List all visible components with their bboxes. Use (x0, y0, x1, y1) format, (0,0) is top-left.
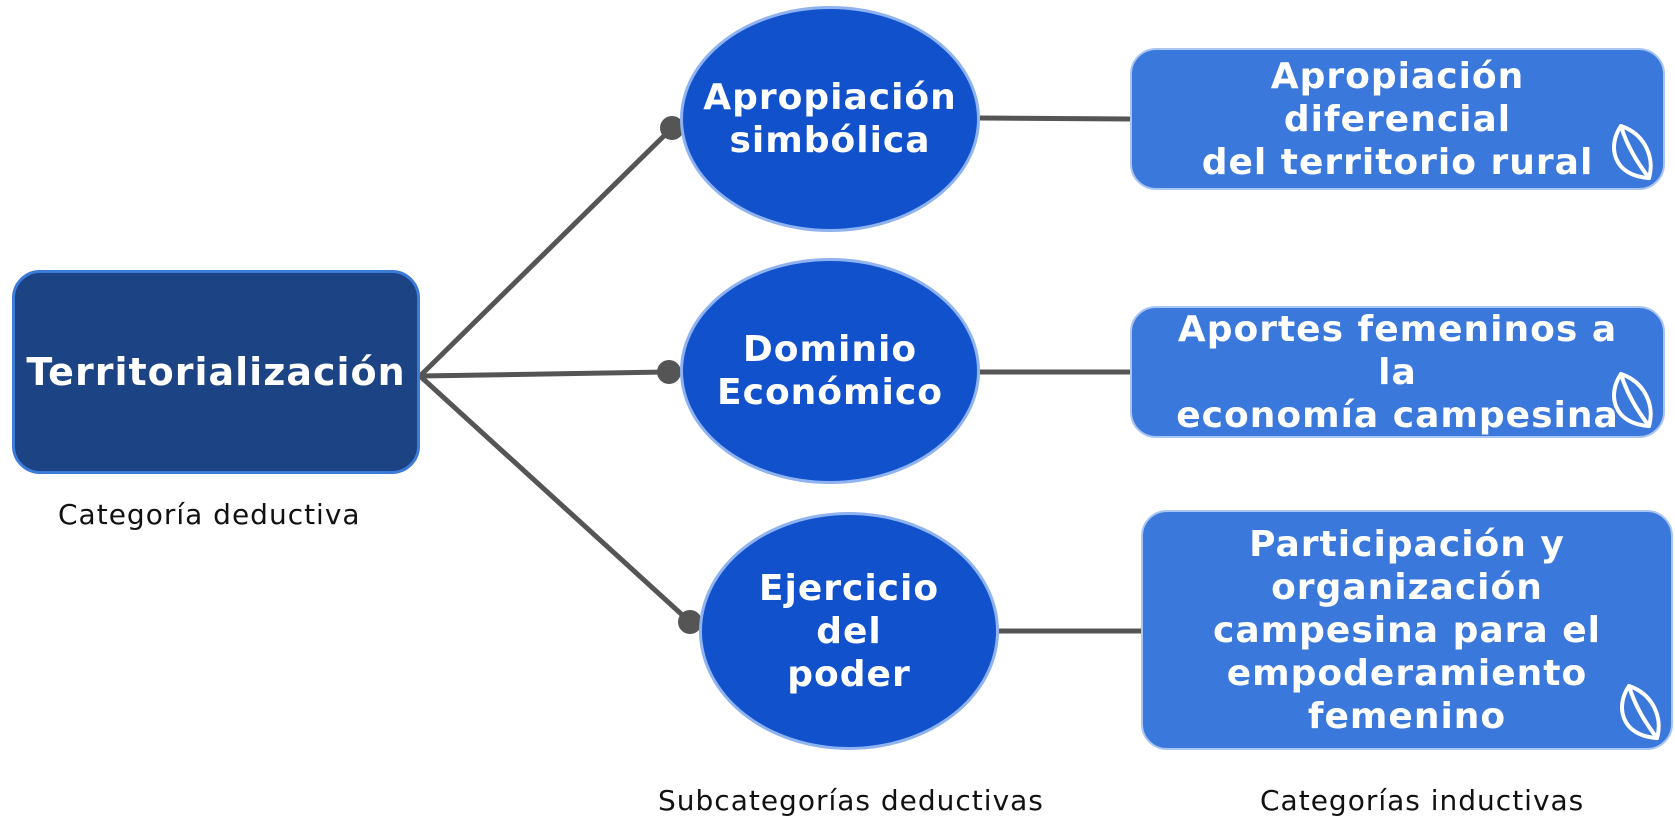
subcategories-caption: Subcategorías deductivas (658, 784, 1044, 817)
subcategory-label-line: Económico (717, 372, 943, 413)
inductive-label-line: Apropiación diferencial (1270, 55, 1525, 140)
inductive-label-line: empoderamiento (1226, 652, 1588, 694)
subcategory-dominio: Dominio Económico (680, 258, 980, 484)
subcategory-ejercicio: Ejercicio del poder (699, 512, 999, 750)
deductive-category-caption: Categoría deductiva (58, 498, 361, 531)
inductive-label-line: Aportes femeninos a la (1177, 308, 1618, 393)
inductive-box-apropiacion: Apropiación diferencial del territorio r… (1130, 48, 1665, 190)
subcategory-label-line: poder (787, 653, 911, 695)
inductive-label-line: economía campesina (1176, 394, 1619, 436)
connector-root-to-ejercicio (418, 374, 692, 624)
subcategory-apropiacion: Apropiación simbólica (680, 6, 980, 232)
inductive-label-line: del territorio rural (1201, 141, 1594, 183)
leaf-icon (1612, 372, 1653, 428)
connector-dot-ejercicio (678, 610, 702, 634)
inductive-label-line: organización (1271, 566, 1543, 608)
subcategory-label-line: del (816, 610, 882, 652)
connector-dot-dominio (657, 360, 681, 384)
root-category-label: Territorialización (26, 350, 406, 394)
inductive-categories-caption: Categorías inductivas (1260, 784, 1585, 817)
subcategory-label-line: Ejercicio (758, 567, 940, 609)
inductive-label-line: Participación y (1249, 523, 1565, 565)
inductive-label-line: campesina para el (1213, 609, 1601, 651)
leaf-icon (1620, 684, 1661, 740)
connector-root-to-apropiacion (418, 126, 674, 378)
leaf-icon (1612, 124, 1653, 180)
inductive-box-aportes: Aportes femeninos a la economía campesin… (1130, 306, 1665, 438)
connector-apropiacion-to-box (979, 115, 1131, 122)
inductive-label-line: femenino (1307, 695, 1507, 737)
subcategory-label-line: Dominio (742, 329, 918, 370)
connector-dot-apropiacion (660, 116, 684, 140)
subcategory-label-line: simbólica (729, 120, 931, 161)
root-category-box: Territorialización (12, 270, 420, 474)
subcategory-label-line: Apropiación (703, 77, 957, 118)
inductive-box-participacion: Participación y organización campesina p… (1141, 510, 1673, 750)
connector-root-to-dominio (419, 369, 669, 379)
